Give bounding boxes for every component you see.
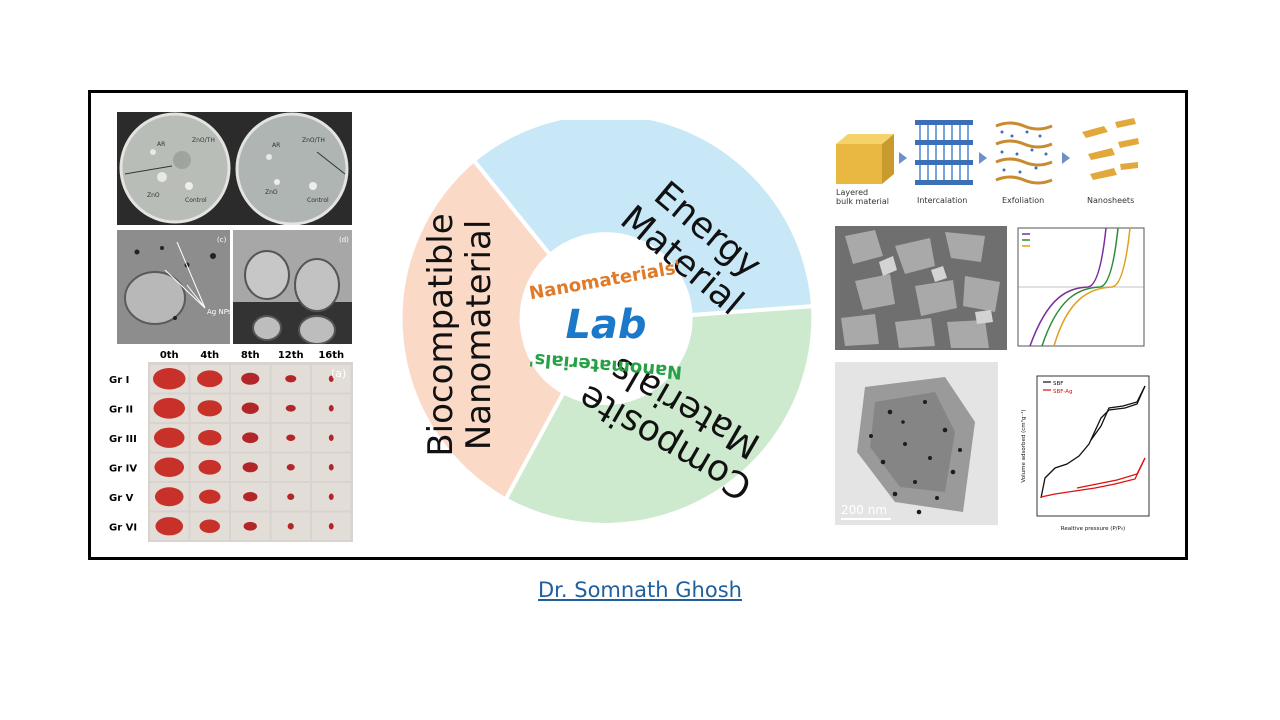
wound-photo-cell [231,424,270,452]
wound-photo-cell [312,394,351,422]
wound-column-label: 12th [278,350,304,361]
petri-label: ZnO [265,189,278,196]
nanosheets-label: Nanosheets [1087,196,1134,205]
petri-label: Control [307,197,329,204]
wound-photo-cell [190,453,229,481]
wound-photo-cell [312,512,351,540]
sbf-ag-desorption [1076,457,1146,489]
wheel-center [521,245,689,405]
wound-photo-cell [271,483,310,511]
sbf-ag-isotherm [1040,457,1146,498]
legend-sbf: SBF [1053,381,1063,387]
petri-label: Control [185,197,207,204]
wound-photo-cell [271,512,310,540]
petri-label: AR [157,141,165,148]
wound-photo-cell [271,365,310,393]
petri-dish-photo: AR ZnO/TH ZnO Control AR ZnO/TH ZnO Cont… [117,112,352,225]
wound-photo-cell [271,453,310,481]
wound-row-label: Gr II [109,404,133,415]
wound-photo-cell [231,365,270,393]
petri-label: ZnO [147,192,160,199]
wound-photo-cell [190,483,229,511]
wound-photo-cell [190,394,229,422]
wound-photo-cell [190,512,229,540]
wound-photo-cell [312,365,351,393]
wound-photo-cell [150,453,189,481]
biocompatible-label-line2: Nanomaterial [459,220,499,451]
wound-column-label: 4th [200,350,219,361]
isotherm-plot: SBF SBF-Ag Realtive pressure (P/P₀) Volu… [1005,370,1155,540]
tem-label-d: (d) [339,236,349,244]
exfoliation-step-label: Exfoliation [1002,196,1044,205]
author-link[interactable]: Dr. Somnath Ghosh [538,578,742,602]
wound-column-label: 0th [160,350,179,361]
author-credit: Dr. Somnath Ghosh [0,578,1280,602]
petri-label: AR [272,142,280,149]
wound-photo-cell [271,424,310,452]
wound-photo-cell [231,453,270,481]
polarization-plot [1008,226,1148,356]
nanomaterials-wheel: Energy Material Composite Materials Bioc… [398,120,816,527]
sem-image [835,226,1007,350]
wound-row-label: Gr III [109,434,137,445]
sbf-isotherm [1040,385,1146,499]
tem-images: Ag NPs (c) (d) [117,230,352,344]
wound-photo-cell [150,512,189,540]
wound-healing-grid: 0th 4th 8th 12th 16th Gr I Gr II Gr III Gr IV Gr… [105,346,355,542]
wound-column-label: 8th [241,350,260,361]
intercalation-label: Intercalation [917,196,967,205]
wound-photo-cell [150,483,189,511]
sbf-desorption [1090,385,1146,441]
isotherm-ylabel: Volume adsorbed (cm³g⁻¹) [1020,409,1027,482]
wound-row-label: Gr IV [109,463,137,474]
wound-photo-cell [231,483,270,511]
wound-photo-cell [312,483,351,511]
wound-column-label: 16th [318,350,344,361]
wound-photo-cell [190,424,229,452]
panel-label-a: (a) [331,367,346,380]
wound-photo-cell [150,424,189,452]
wound-photo-cell [312,424,351,452]
center-lab-text: Lab [565,302,646,348]
legend-sbf-ag: SBF-Ag [1053,389,1073,395]
tem-label-c: (c) [217,236,227,244]
wound-photo-cell [231,512,270,540]
energy-material-segment [470,120,816,318]
wound-row-label: Gr VI [109,522,137,533]
wound-photo-cell [190,365,229,393]
scale-bar-label: 200 nm [841,503,887,517]
isotherm-xlabel: Realtive pressure (P/P₀) [1061,526,1125,532]
wound-photo-cell [231,394,270,422]
wound-row-label: Gr V [109,493,134,504]
biocompatible-label-line1: Biocompatible [421,213,461,456]
tem-annotation: Ag NPs [207,308,232,316]
tem-nanosheet-image: 200 nm [835,362,998,525]
petri-label: ZnO/TH [302,137,325,144]
wound-photo-cell [150,365,189,393]
wound-photo-cell [271,394,310,422]
petri-label: ZnO/TH [192,137,215,144]
wound-photo-cell [150,394,189,422]
wound-row-label: Gr I [109,375,129,386]
wound-photo-cell [312,453,351,481]
